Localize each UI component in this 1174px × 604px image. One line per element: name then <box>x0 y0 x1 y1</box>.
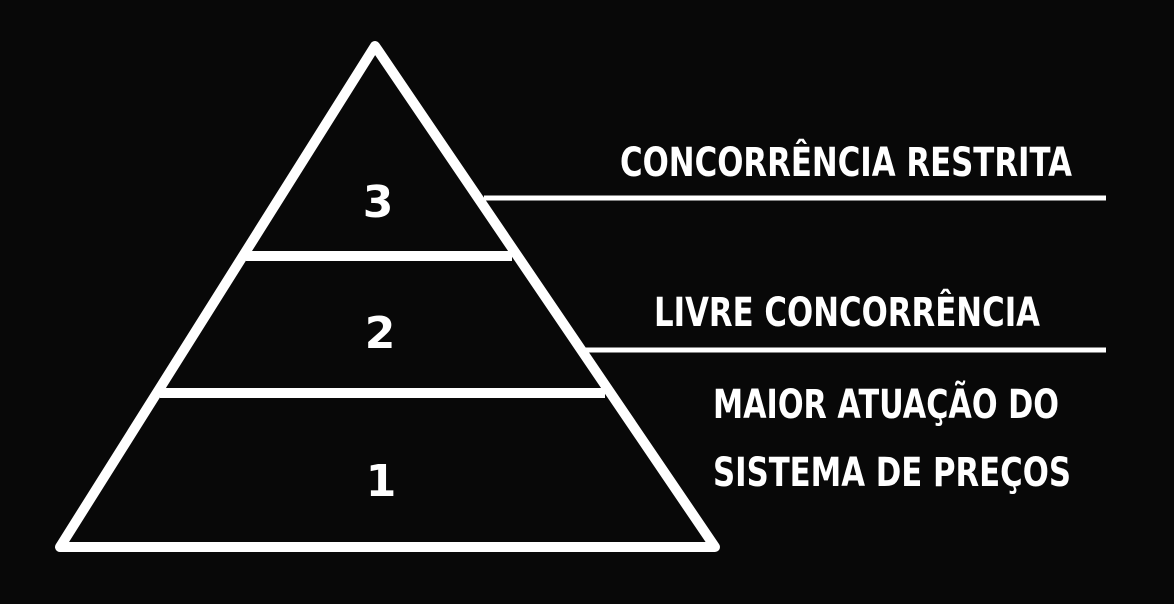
pyramid-outline <box>55 41 720 552</box>
level-1-label-line-1: MAIOR ATUAÇÃO DO <box>713 379 1059 428</box>
level-3-label: CONCORRÊNCIA RESTRITA <box>620 138 1072 186</box>
level-1-label-line-2: SISTEMA DE PREÇOS <box>713 450 1071 496</box>
level-2-number: 2 <box>365 308 396 359</box>
level-2-label: LIVRE CONCORRÊNCIA <box>654 288 1040 336</box>
level-1-number: 1 <box>366 456 397 507</box>
level-3-number: 3 <box>363 177 394 228</box>
